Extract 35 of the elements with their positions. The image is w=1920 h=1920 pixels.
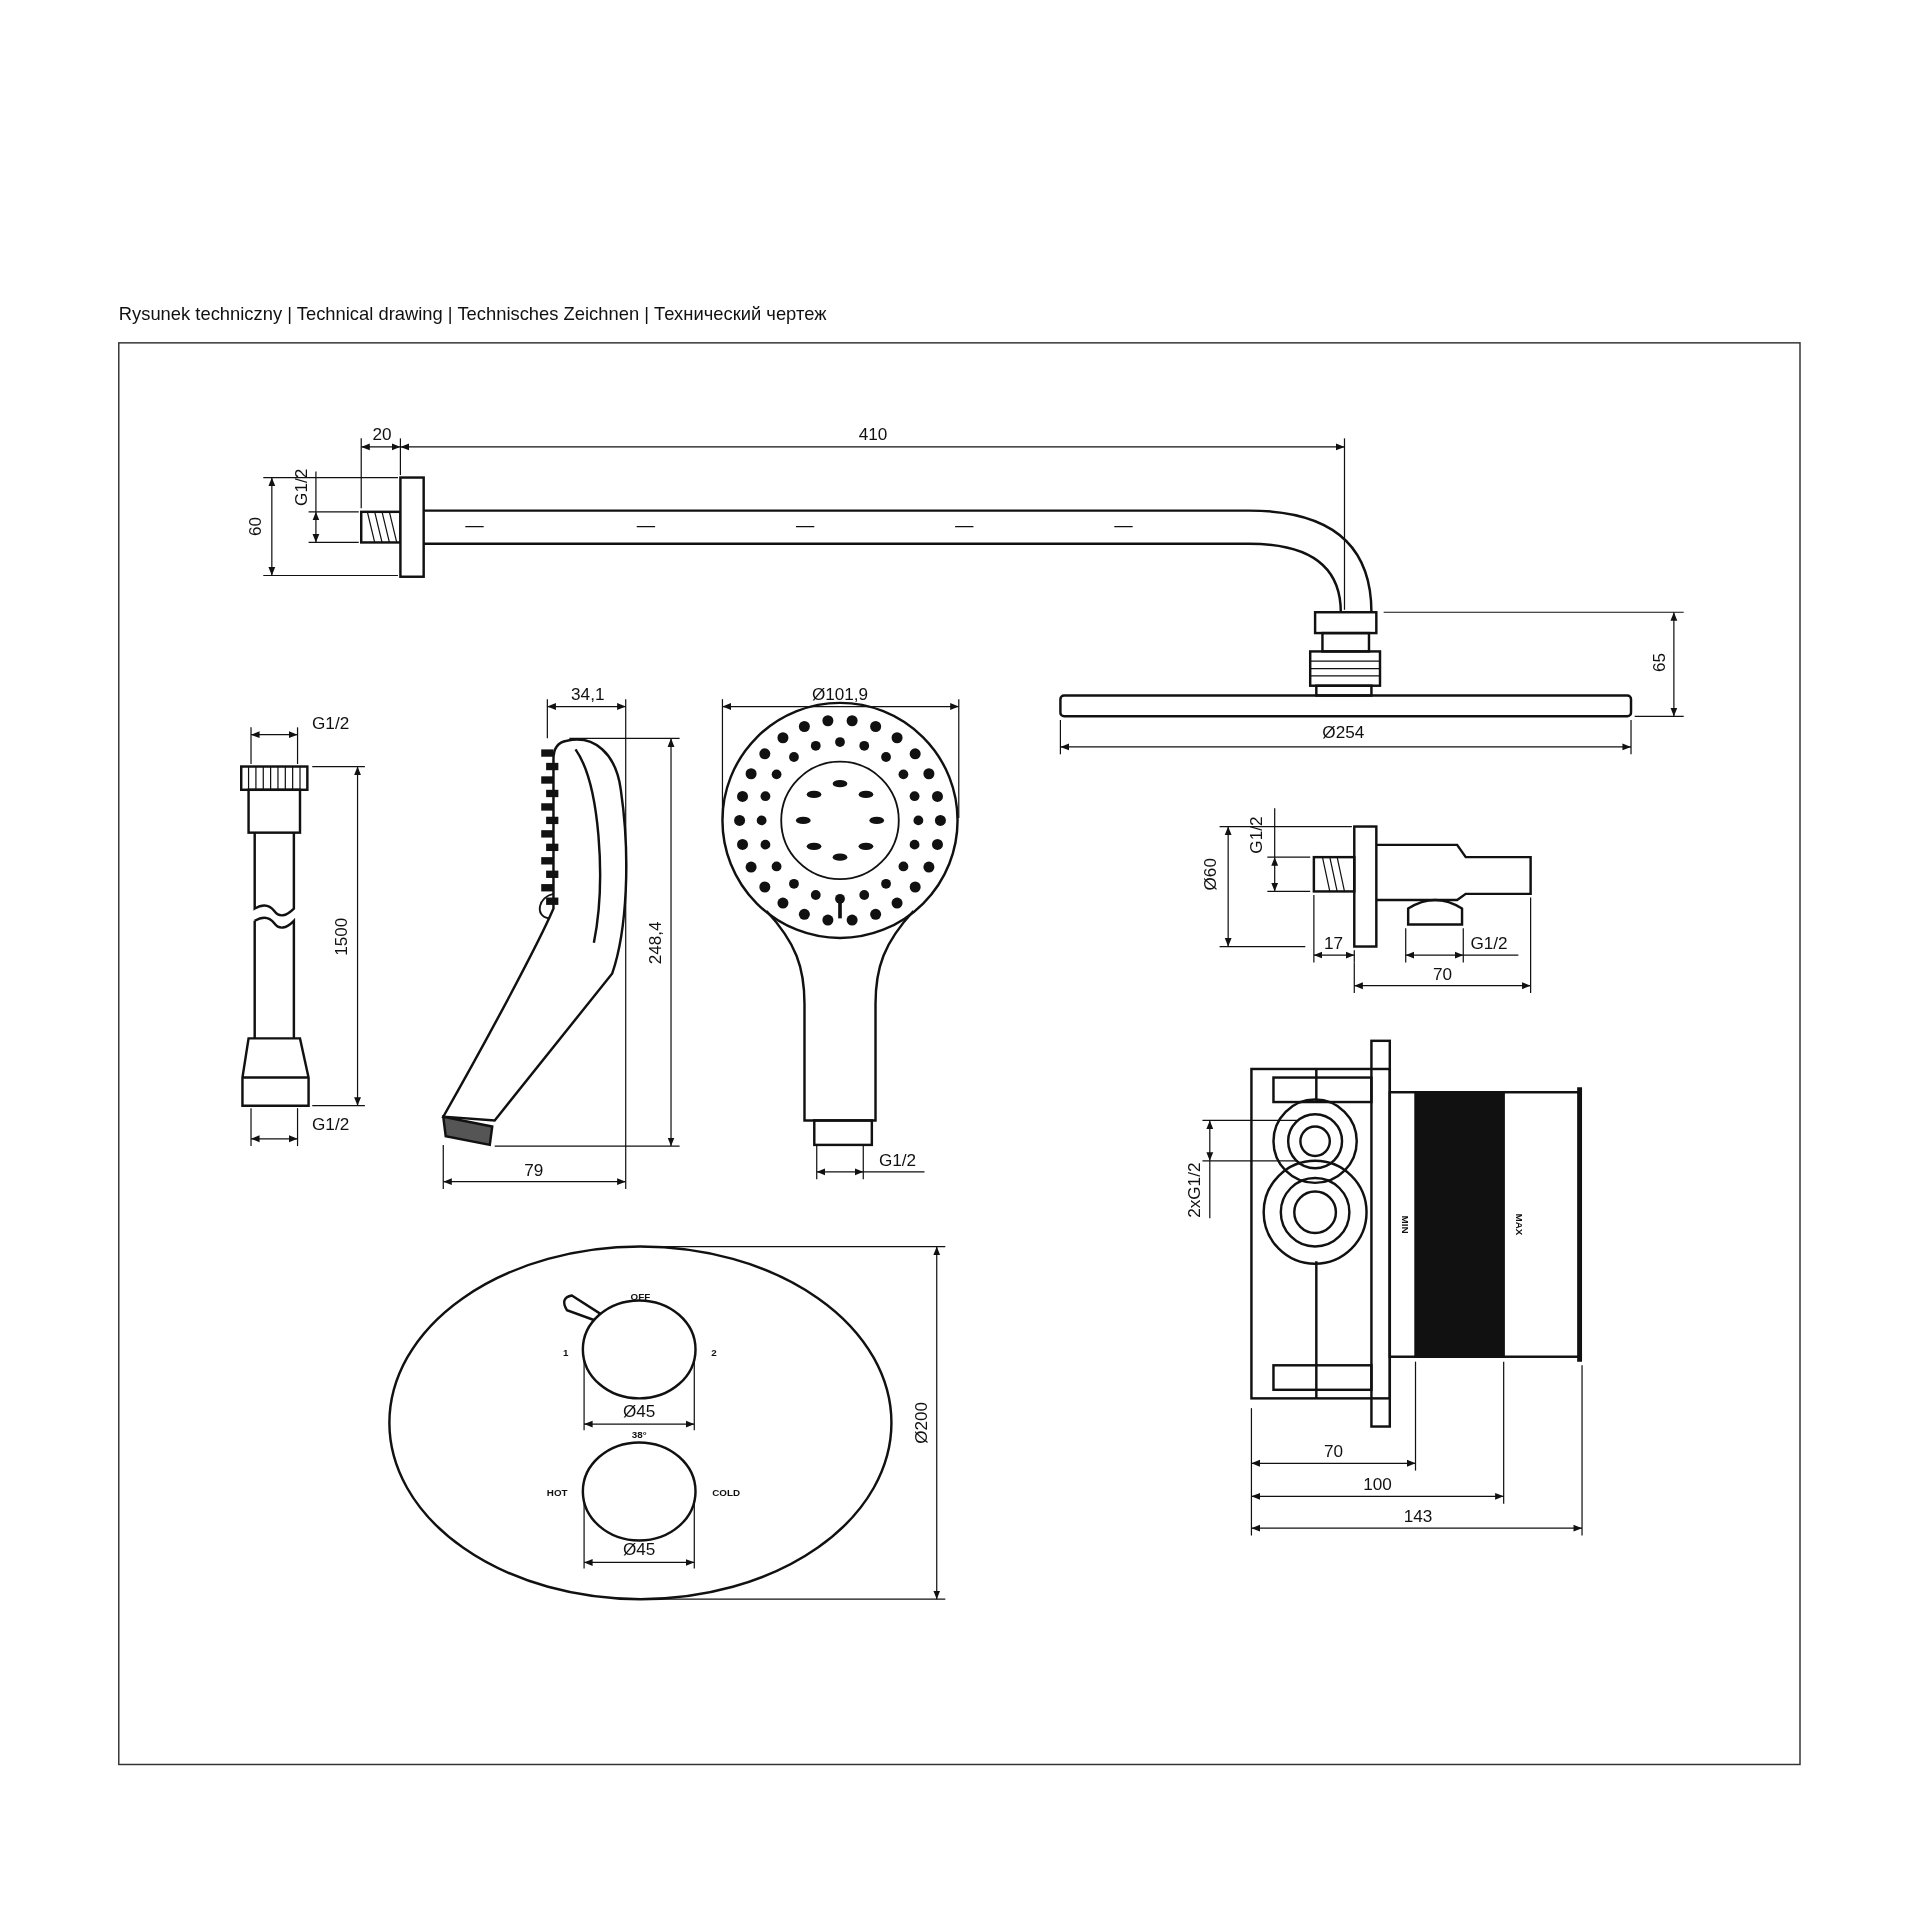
drawing-title: Rysunek techniczny | Technical drawing | Technisches Zeichnen | Технический чертеж bbox=[118, 302, 827, 324]
dimension-label: Ø101,9 bbox=[811, 685, 869, 703]
dimension-label: G1/2 bbox=[878, 1151, 917, 1169]
marking-text: OFF bbox=[630, 1293, 651, 1303]
dimension-label: Ø200 bbox=[912, 1401, 930, 1444]
dimension-label: 65 bbox=[1650, 652, 1668, 672]
marking-text: MAX bbox=[1513, 1213, 1524, 1236]
dimension-label: G1/2 bbox=[312, 1115, 350, 1133]
marking-text: COLD bbox=[712, 1489, 740, 1499]
dimension-label: Ø45 bbox=[623, 1540, 656, 1558]
marking-text: MIN bbox=[1399, 1215, 1410, 1234]
dimension-label: 70 bbox=[1323, 1442, 1343, 1460]
dimension-label: Ø60 bbox=[1201, 858, 1219, 891]
dimension-label: G1/2 bbox=[1247, 816, 1265, 854]
dimension-label: 34,1 bbox=[571, 685, 605, 703]
marking-text: 1 bbox=[563, 1348, 569, 1358]
dimension-label: G1/2 bbox=[1470, 934, 1508, 952]
dimension-label: 100 bbox=[1363, 1475, 1392, 1493]
dimension-label: G1/2 bbox=[312, 713, 350, 731]
dimension-label: 17 bbox=[1323, 934, 1343, 952]
dimension-label: Ø45 bbox=[623, 1402, 656, 1420]
dimension-label: Ø254 bbox=[1322, 723, 1365, 741]
marking-text: HOT bbox=[546, 1489, 568, 1499]
dimension-label: 410 bbox=[858, 424, 888, 443]
dimension-label: 60 bbox=[246, 517, 264, 537]
dimension-label: 79 bbox=[524, 1160, 544, 1178]
dimension-label: 1500 bbox=[331, 917, 349, 956]
dimension-label: 143 bbox=[1403, 1507, 1433, 1525]
dimension-label: 20 bbox=[372, 424, 392, 443]
dimension-label: 70 bbox=[1432, 964, 1452, 983]
dimension-label: 2xG1/2 bbox=[1185, 1162, 1203, 1218]
marking-text: 38° bbox=[631, 1430, 647, 1440]
marking-text: 2 bbox=[711, 1348, 717, 1358]
dimension-label: G1/2 bbox=[292, 468, 310, 506]
dimension-label: 248,4 bbox=[646, 921, 664, 965]
